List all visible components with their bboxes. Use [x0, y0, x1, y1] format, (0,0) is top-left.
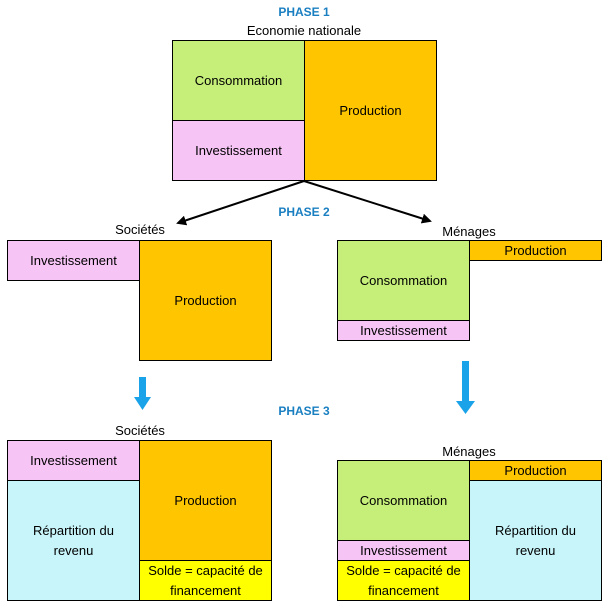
p2-men-investissement: Investissement — [337, 320, 470, 341]
p3-soc-repartition: Répartition du revenu — [7, 480, 140, 601]
p1-investissement: Investissement — [172, 120, 305, 181]
p3-societes-label: Sociétés — [115, 423, 165, 438]
phase1-title: PHASE 1 — [278, 5, 330, 19]
arrow-to-societes — [176, 180, 305, 226]
p3-men-solde: Solde = capacité de financement — [337, 560, 470, 601]
p3-soc-solde: Solde = capacité de financement — [139, 560, 272, 601]
phase3-title: PHASE 3 — [278, 404, 330, 418]
p3-soc-investissement: Investissement — [7, 440, 140, 481]
p3-men-consommation: Consommation — [337, 460, 470, 541]
p2-societes-label: Sociétés — [115, 222, 165, 237]
phase1-label: Economie nationale — [246, 23, 362, 38]
p2-soc-investissement: Investissement — [7, 240, 140, 281]
p3-men-investissement: Investissement — [337, 540, 470, 561]
arrow-to-menages — [303, 180, 432, 224]
p2-soc-production: Production — [139, 240, 272, 361]
p1-production: Production — [304, 40, 437, 181]
p2-menages-label: Ménages — [442, 224, 496, 239]
p3-soc-production: Production — [139, 440, 272, 561]
p3-men-repartition: Répartition du revenu — [469, 480, 602, 601]
p2-men-production: Production — [469, 240, 602, 261]
p3-menages-label: Ménages — [442, 444, 496, 459]
p1-consommation: Consommation — [172, 40, 305, 121]
phase2-title: PHASE 2 — [278, 205, 330, 219]
down-arrow-menages-icon — [456, 361, 475, 414]
down-arrow-societes-icon — [134, 377, 151, 410]
p3-men-production: Production — [469, 460, 602, 481]
p2-men-consommation: Consommation — [337, 240, 470, 321]
